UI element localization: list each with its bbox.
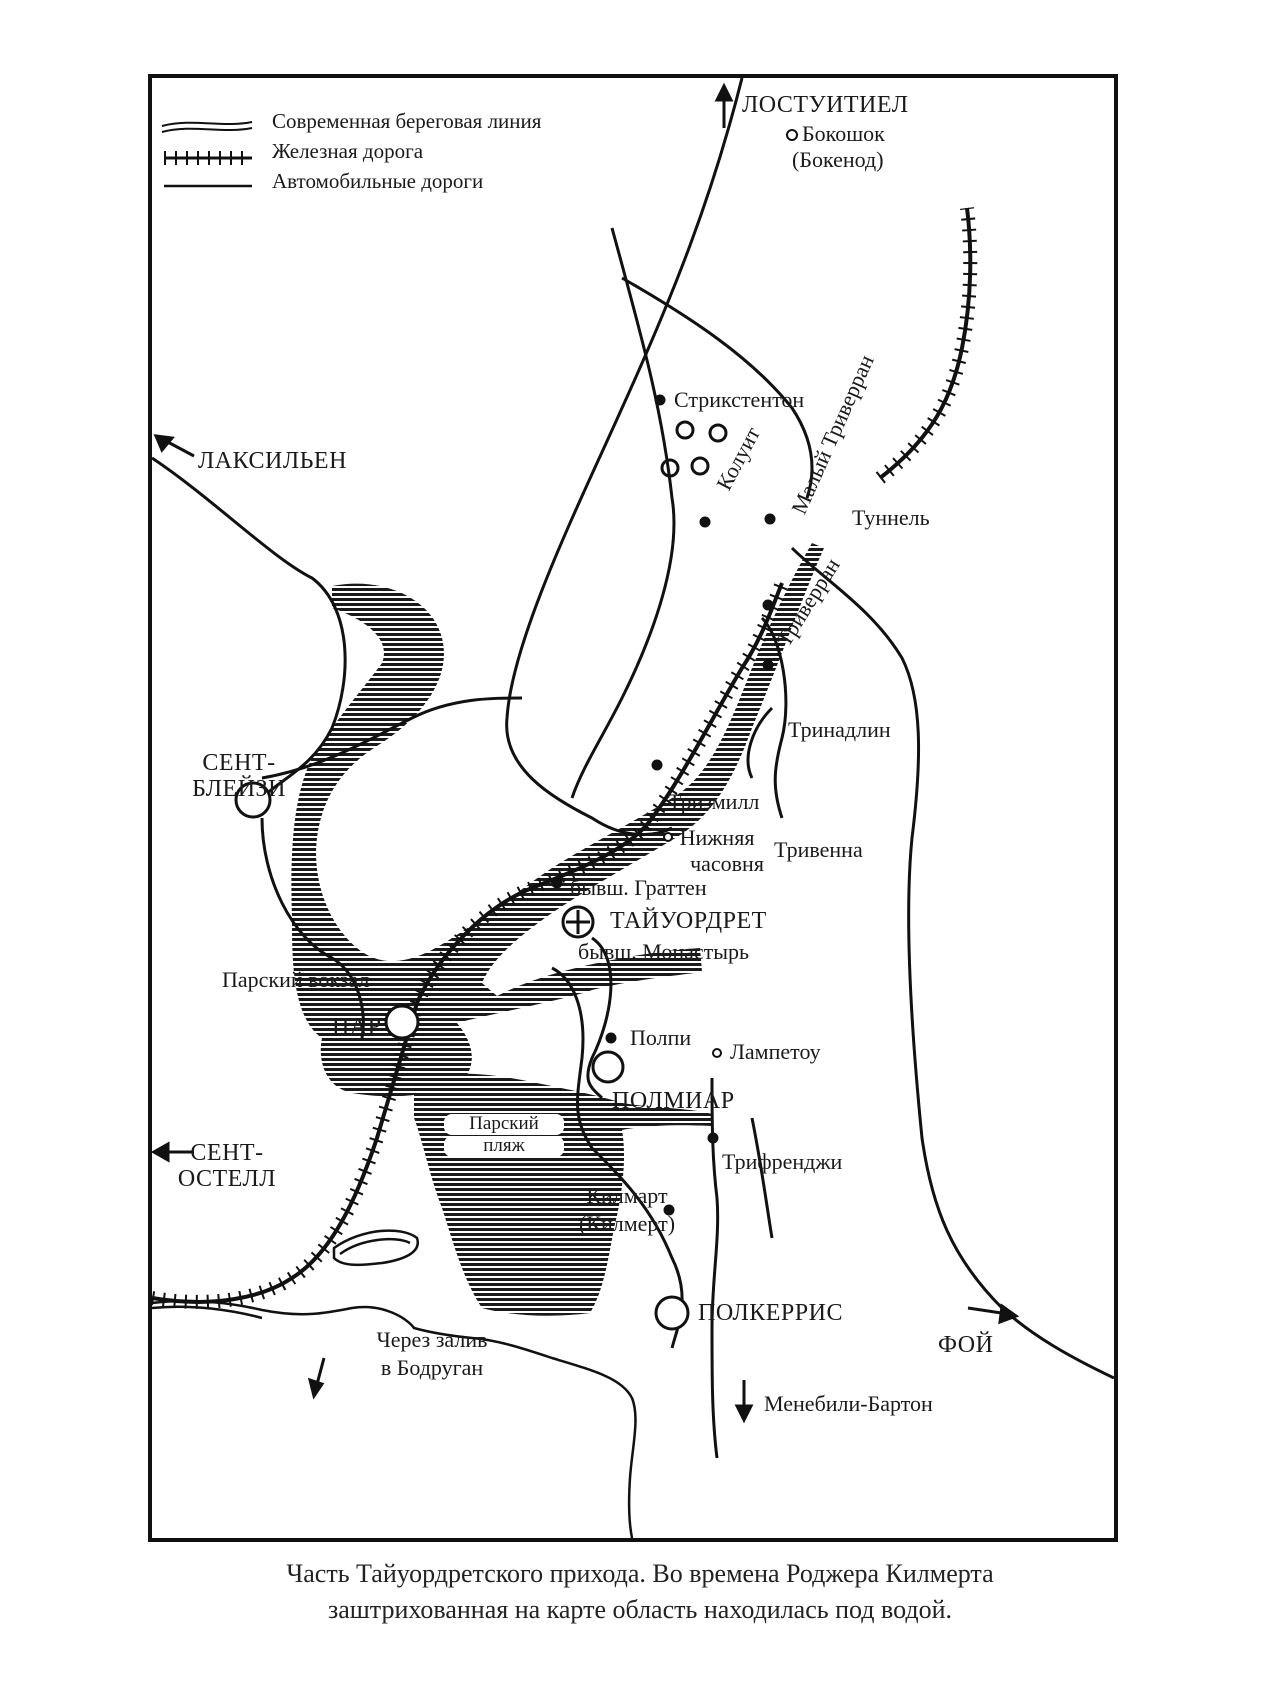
caption-line-1: Часть Тайуордретского прихода. Во времен…: [286, 1559, 994, 1588]
label-lostwithiel: ЛОСТУИТИЕЛ: [742, 92, 909, 118]
map-drawing: [152, 78, 1114, 1538]
label-par-station: Парский вокзал: [222, 967, 370, 992]
map-frame: Современная береговая линия Железная дор…: [148, 74, 1118, 1542]
label-par-beach-1: Парский: [444, 1113, 564, 1135]
label-bay-1: Через залив: [376, 1327, 488, 1352]
label-nizhnyaya-1: Нижняя: [679, 825, 755, 850]
label-saint-blazey-2: БЛЕЙЗИ: [192, 776, 286, 802]
label-bay-2: в Бодруган: [380, 1355, 484, 1380]
caption-line-2: заштрихованная на карте область находила…: [327, 1595, 953, 1624]
label-graten: бывш. Граттен: [570, 875, 707, 900]
label-lampetou: Лампетоу: [730, 1039, 821, 1064]
label-menabilly: Менебили-Бартон: [764, 1391, 933, 1416]
label-strikstenton: Стрикстентон: [674, 387, 805, 412]
label-bokoshok: Бокошок: [802, 121, 885, 146]
label-trifrendzhi: Трифренджи: [722, 1149, 843, 1174]
railway: [152, 207, 978, 1309]
label-saint-austell-2: ОСТЕЛЛ: [177, 1166, 277, 1192]
label-laksilen: ЛАКСИЛЬЕН: [198, 448, 347, 474]
label-polpi: Полпи: [630, 1025, 692, 1050]
roads: [152, 78, 1114, 1459]
label-trinadlin: Тринадлин: [788, 717, 891, 742]
label-fowey: ФОЙ: [938, 1332, 994, 1358]
label-monastery: бывш. Монастырь: [578, 939, 750, 964]
label-trizmill: Тризмилл: [668, 789, 760, 814]
map-caption: Часть Тайуордретского прихода. Во времен…: [60, 1556, 1220, 1628]
label-saint-blazey-1: СЕНТ-: [202, 750, 276, 776]
legend-roads-label: Автомобильные дороги: [272, 169, 484, 193]
label-par-beach-2: пляж: [444, 1135, 564, 1157]
label-tywardreath: ТАЙУОРДРЕТ: [610, 908, 767, 934]
direction-arrows: [152, 82, 1020, 1424]
label-bokenod: (Бокенод): [792, 147, 884, 172]
legend-railway-label: Железная дорога: [272, 139, 424, 163]
label-polmear: ПОЛМИАР: [612, 1088, 735, 1114]
legend-symbols: [161, 121, 253, 188]
label-par: ПАР: [332, 1014, 382, 1040]
label-trivenna: Тривенна: [774, 837, 863, 862]
modern-coastline: [152, 1229, 637, 1538]
label-polkerris: ПОЛКЕРРИС: [698, 1300, 843, 1326]
legend-coastline-label: Современная береговая линия: [272, 109, 542, 133]
label-kilmart: Килмарт: [586, 1183, 668, 1208]
label-tunnel: Туннель: [852, 505, 930, 530]
label-kilmert: (Килмерт): [578, 1211, 676, 1236]
label-saint-austell-1: СЕНТ-: [190, 1140, 264, 1166]
label-nizhnyaya-2: часовня: [690, 851, 764, 876]
settlement-symbols: [234, 129, 798, 1331]
